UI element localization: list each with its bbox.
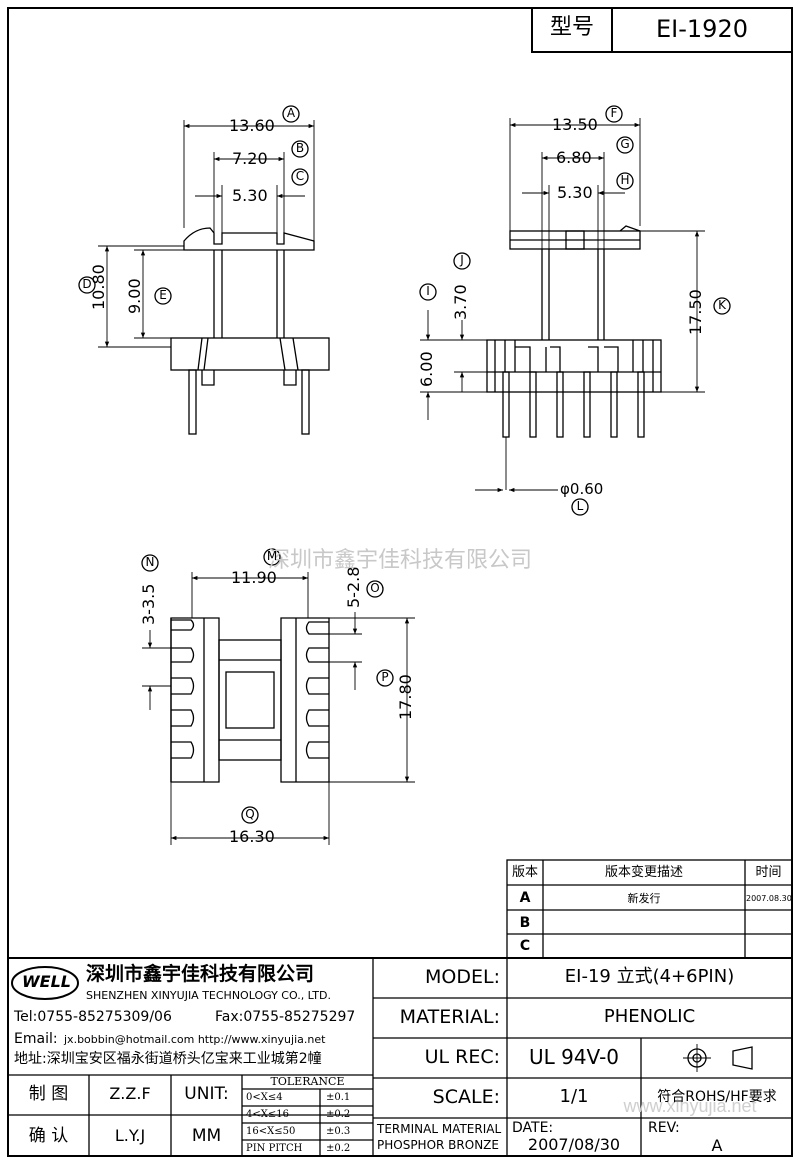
company-name-cn: 深圳市鑫宇佳科技有限公司 xyxy=(86,963,315,985)
label-k: K xyxy=(718,298,726,312)
label-d: D xyxy=(82,277,92,291)
rev-row-version: B xyxy=(519,915,531,931)
dim-e: 9.00 xyxy=(125,278,144,314)
dim-q: 16.30 xyxy=(229,827,275,846)
rev-row-version: A xyxy=(519,890,531,906)
label-i: I xyxy=(426,284,430,298)
rohs-note: 符合ROHS/HF要求 xyxy=(657,1089,777,1105)
rev-header-time: 时间 xyxy=(755,865,782,880)
tolerance-range: 16<X≤50 xyxy=(246,1126,296,1137)
tolerance-title: TOLERANCE xyxy=(270,1075,345,1088)
label-m: M xyxy=(266,549,278,563)
dim-b: 7.20 xyxy=(232,149,268,168)
tolerance-value: ±0.1 xyxy=(326,1092,351,1103)
label-l: L xyxy=(576,499,584,513)
company-name-en: SHENZHEN XINYUJIA TECHNOLOGY CO., LTD. xyxy=(86,989,331,1002)
label-c: C xyxy=(295,169,305,183)
tolerance-value: ±0.2 xyxy=(326,1109,351,1120)
rev-row-description: 新发行 xyxy=(627,892,661,905)
bottom-view xyxy=(141,548,415,845)
title-block-lines xyxy=(7,957,793,1157)
label-b: B xyxy=(295,141,305,155)
dim-m: 11.90 xyxy=(231,568,277,587)
dim-k: 17.50 xyxy=(686,289,705,335)
material-value: PHENOLIC xyxy=(603,1006,696,1027)
rev-value: A xyxy=(711,1136,723,1155)
tolerance-value: ±0.3 xyxy=(326,1126,351,1137)
company-email-label: Email: xyxy=(14,1031,58,1047)
date-label: DATE: xyxy=(512,1120,554,1136)
rev-row-time: 2007.08.30 xyxy=(746,894,792,903)
company-logo: WELL xyxy=(22,972,71,991)
dim-p: 17.80 xyxy=(396,674,415,720)
label-e: E xyxy=(159,288,167,302)
label-j: J xyxy=(460,253,464,267)
check-label: 确 认 xyxy=(28,1126,69,1146)
rev-header-version: 版本 xyxy=(511,865,538,880)
tolerance-value: ±0.2 xyxy=(326,1143,351,1154)
unit-value: MM xyxy=(191,1126,222,1146)
label-o: O xyxy=(370,581,380,595)
dim-a: 13.60 xyxy=(229,116,275,135)
model-value: EI-19 立式(4+6PIN) xyxy=(564,966,735,987)
dim-o: 5-2.8 xyxy=(344,566,363,608)
model-header-label: 型号 xyxy=(549,15,594,40)
site-watermark: www.xinyujia.net xyxy=(622,1096,756,1116)
ulrec-label: UL REC: xyxy=(424,1046,500,1068)
model-label: MODEL: xyxy=(425,966,500,988)
unit-label: UNIT: xyxy=(184,1084,229,1104)
drawn-value: Z.Z.F xyxy=(109,1084,151,1103)
company-tel: Tel:0755-85275309/06 xyxy=(14,1009,172,1025)
check-value: L.Y.J xyxy=(114,1126,146,1145)
label-g: G xyxy=(620,137,630,151)
dim-c: 5.30 xyxy=(232,186,268,205)
ulrec-value: UL 94V-0 xyxy=(528,1045,620,1069)
rev-label: REV: xyxy=(648,1120,680,1136)
label-n: N xyxy=(145,555,155,569)
label-p: P xyxy=(381,670,389,684)
tolerance-range: 0<X≤4 xyxy=(246,1092,283,1103)
tolerance-range: 4<X≤16 xyxy=(246,1109,289,1120)
company-watermark: 深圳市鑫宇佳科技有限公司 xyxy=(268,547,532,572)
dim-n: 3-3.5 xyxy=(139,583,158,625)
company-address: 地址:深圳宝安区福永街道桥头亿宝来工业城第2幢 xyxy=(14,1051,322,1067)
dim-i: 6.00 xyxy=(417,351,436,387)
drawn-label: 制 图 xyxy=(28,1084,69,1104)
tolerance-range: PIN PITCH xyxy=(246,1143,303,1154)
front-view xyxy=(78,105,330,435)
side-view xyxy=(419,105,731,516)
label-a: A xyxy=(286,106,296,120)
dim-g: 6.80 xyxy=(556,148,592,167)
rev-row-version: C xyxy=(519,938,531,954)
terminal-material-label: TERMINAL MATERIAL xyxy=(377,1122,502,1136)
dim-f: 13.50 xyxy=(552,115,598,134)
model-header-value: EI-1920 xyxy=(656,15,748,43)
dim-l: φ0.60 xyxy=(560,480,604,498)
date-value: 2007/08/30 xyxy=(527,1135,621,1154)
label-f: F xyxy=(610,106,618,120)
dim-j: 3.70 xyxy=(451,284,470,320)
label-q: Q xyxy=(245,807,255,821)
dim-h: 5.30 xyxy=(557,183,593,202)
scale-label: SCALE: xyxy=(432,1086,500,1108)
scale-value: 1/1 xyxy=(559,1086,589,1107)
material-label: MATERIAL: xyxy=(399,1006,500,1028)
company-fax: Fax:0755-85275297 xyxy=(215,1009,356,1025)
label-h: H xyxy=(620,173,630,187)
company-email: jx.bobbin@hotmail.com http://www.xinyuji… xyxy=(64,1033,326,1046)
rev-header-description: 版本变更描述 xyxy=(604,865,683,880)
terminal-material-value: PHOSPHOR BRONZE xyxy=(377,1138,499,1152)
